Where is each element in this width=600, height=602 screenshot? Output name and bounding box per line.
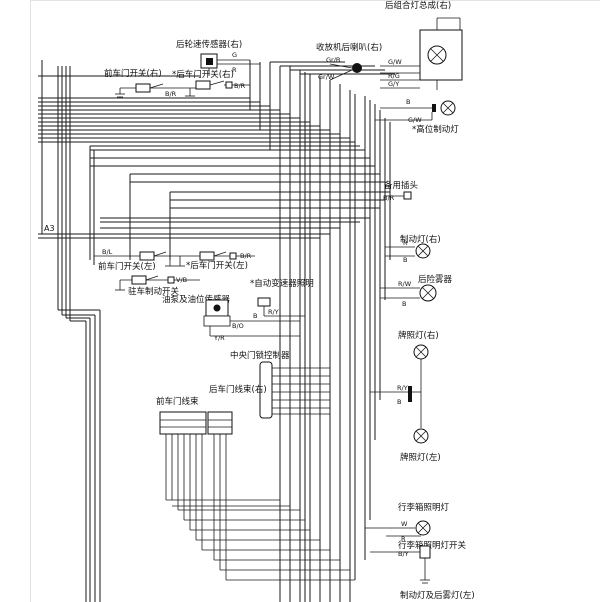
svg-text:B: B xyxy=(253,312,257,320)
page-border-top xyxy=(30,0,600,1)
svg-text:R: R xyxy=(232,66,237,74)
svg-text:B/R: B/R xyxy=(234,82,246,90)
brake-lamp-right: 制动灯(右) R B xyxy=(385,234,441,264)
svg-text:后车门线束(右): 后车门线束(右) xyxy=(209,384,267,395)
svg-text:R: R xyxy=(403,239,408,247)
svg-text:G/Y: G/Y xyxy=(388,80,399,88)
svg-text:*自动变速器照明: *自动变速器照明 xyxy=(250,278,314,289)
svg-text:Gr/B: Gr/B xyxy=(326,56,340,64)
license-lamps: 牌照灯(右) 牌照灯(左) R/Y B xyxy=(370,330,441,463)
svg-text:*高位制动灯: *高位制动灯 xyxy=(412,124,459,135)
brake-fog-lamp-left-label: 制动灯及后雾灯(左) xyxy=(400,590,475,601)
svg-text:B/R: B/R xyxy=(383,194,395,202)
rear-fog-lamp: 后险雾器 R/W B xyxy=(380,274,453,308)
svg-text:W: W xyxy=(401,520,408,528)
svg-text:B/R: B/R xyxy=(165,90,177,98)
svg-text:后组合灯总成(右): 后组合灯总成(右) xyxy=(385,0,451,11)
svg-text:R/Y: R/Y xyxy=(268,308,279,316)
central-lock-controller: 中央门锁控制器 xyxy=(230,350,330,419)
rear-wheel-speed-sensor: 后轮速传感器(右) G R xyxy=(176,39,260,76)
fuel-pump-sensor: 油泵及油位传感器 B/O Y/R xyxy=(162,294,300,342)
svg-text:*后车门开关(右): *后车门开关(右) xyxy=(172,69,234,80)
svg-text:B: B xyxy=(402,300,406,308)
svg-text:油泵及油位传感器: 油泵及油位传感器 xyxy=(162,294,231,305)
svg-text:R/G: R/G xyxy=(388,72,400,80)
svg-text:前车门开关(右): 前车门开关(右) xyxy=(104,68,162,79)
trunk-light: 行李箱照明灯 W R 行李箱照明灯开关 B/Y xyxy=(365,502,467,584)
svg-text:行李箱照明灯开关: 行李箱照明灯开关 xyxy=(398,540,467,551)
svg-text:R/Y: R/Y xyxy=(397,384,408,392)
svg-text:牌照灯(左): 牌照灯(左) xyxy=(400,452,441,463)
door-switches-left: B/L B/R 前车门开关(左) *后车门开关(左) xyxy=(94,248,255,272)
svg-text:前车门开关(左): 前车门开关(左) xyxy=(98,261,156,272)
svg-text:G: G xyxy=(232,51,237,59)
parking-brake-switch: V/B 驻车制动开关 xyxy=(115,275,200,297)
svg-text:R/W: R/W xyxy=(398,280,412,288)
auto-trans-illumination: *自动变速器照明 B R/Y xyxy=(250,278,314,320)
high-mount-brake-lamp: B G/W *高位制动灯 xyxy=(375,98,459,135)
door-harnesses: 前车门线束 后车门线束(右) xyxy=(156,384,355,581)
svg-text:驻车制动开关: 驻车制动开关 xyxy=(128,286,180,297)
radio-rear-speaker: 收放机后喇叭(右) Gr/B Gr/W xyxy=(316,42,382,81)
svg-text:*后车门开关(左): *后车门开关(左) xyxy=(186,260,248,271)
svg-text:B/R: B/R xyxy=(240,252,252,260)
svg-text:制动灯(右): 制动灯(右) xyxy=(400,234,441,245)
svg-text:B: B xyxy=(406,98,410,106)
svg-text:Gr/W: Gr/W xyxy=(318,73,335,81)
svg-text:前车门线束: 前车门线束 xyxy=(156,396,199,407)
svg-text:Y/R: Y/R xyxy=(213,334,225,342)
svg-text:R: R xyxy=(401,535,406,543)
svg-text:行李箱照明灯: 行李箱照明灯 xyxy=(398,502,450,513)
rear-combo-lamp-right: 后组合灯总成(右) G/W R/G G/Y xyxy=(380,0,463,90)
door-switches-right: 前车门开关(右) *后车门开关(右) B/R B/R xyxy=(104,68,250,98)
svg-text:中央门锁控制器: 中央门锁控制器 xyxy=(230,350,290,361)
svg-text:备用插头: 备用插头 xyxy=(384,180,419,191)
svg-text:B/Y: B/Y xyxy=(398,550,409,558)
svg-text:收放机后喇叭(右): 收放机后喇叭(右) xyxy=(316,42,382,53)
svg-text:V/B: V/B xyxy=(176,276,187,284)
svg-text:B/O: B/O xyxy=(232,322,244,330)
svg-text:B: B xyxy=(403,256,407,264)
svg-text:B/L: B/L xyxy=(102,248,113,256)
main-harness-bundle xyxy=(38,60,390,602)
section-label-a3: A3 xyxy=(44,224,55,233)
page-border-left xyxy=(30,0,31,602)
svg-text:B: B xyxy=(397,398,401,406)
right-vertical-trunks xyxy=(249,60,395,602)
svg-text:G/W: G/W xyxy=(388,58,402,66)
svg-text:牌照灯(右): 牌照灯(右) xyxy=(398,330,439,341)
svg-text:后险雾器: 后险雾器 xyxy=(418,274,453,285)
svg-text:后轮速传感器(右): 后轮速传感器(右) xyxy=(176,39,242,50)
spare-connector: 备用插头 B/R xyxy=(383,180,419,202)
